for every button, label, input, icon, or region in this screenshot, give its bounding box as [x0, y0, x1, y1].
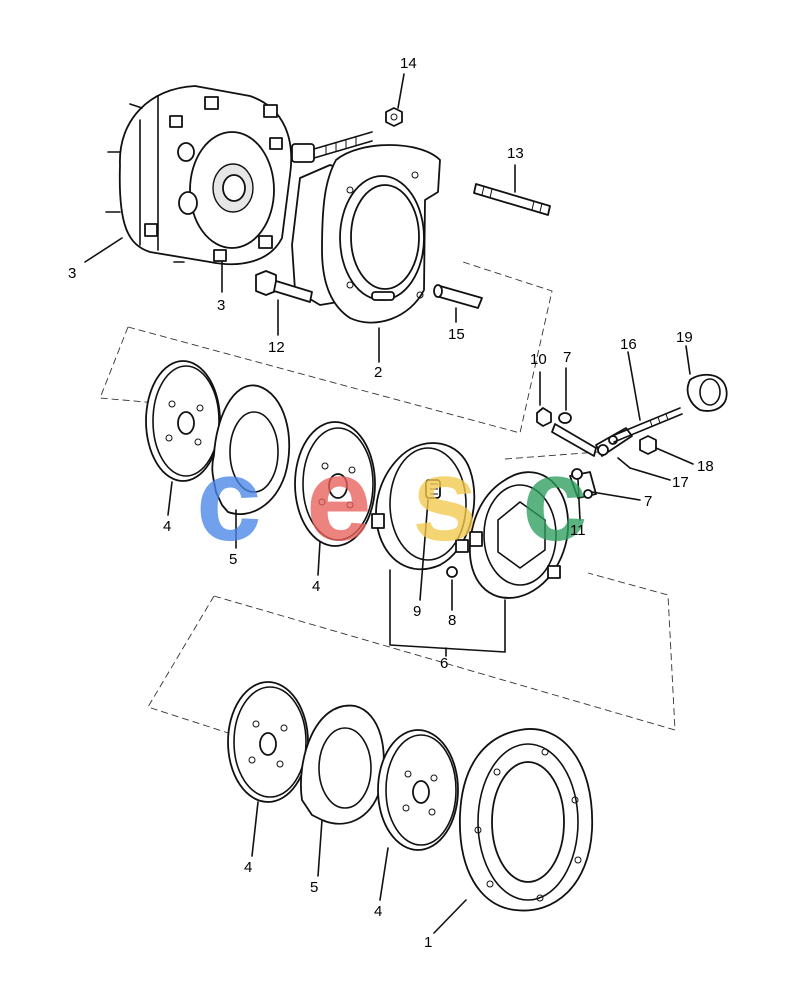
housing-stud [291, 131, 373, 163]
friction-disc-upper-mid [294, 421, 376, 547]
callout-7-lower: 7 [644, 493, 652, 510]
callout-12: 12 [268, 339, 285, 356]
callout-4-upper-left: 4 [163, 518, 171, 535]
pin-15 [433, 284, 483, 309]
axle-housing [105, 85, 293, 266]
assembly-guide-lines [99, 261, 676, 743]
actuator-plate-left [371, 442, 476, 571]
bolt-12 [255, 270, 313, 303]
callout-4-upper-mid: 4 [312, 578, 320, 595]
plate-lower [300, 704, 385, 825]
callout-9: 9 [413, 603, 421, 620]
watermark-letter-4: c [522, 434, 588, 566]
callout-19: 19 [676, 329, 693, 346]
linkage-assembly [536, 373, 728, 499]
actuator-plate-right [469, 471, 569, 599]
callout-7-upper: 7 [563, 349, 571, 366]
watermark-letter-3: s [412, 434, 478, 566]
callout-13: 13 [507, 145, 524, 162]
callout-11: 11 [570, 522, 586, 539]
callout-6: 6 [440, 655, 448, 672]
brake-bracket [291, 144, 441, 324]
callout-3-left: 3 [68, 265, 76, 282]
stud-13 [473, 183, 551, 216]
callout-4-lower-left: 4 [244, 859, 252, 876]
brake-housing-ring [459, 728, 593, 912]
callout-5-upper: 5 [229, 551, 237, 568]
friction-disc-lower-left [227, 681, 309, 803]
callout-3-bottom: 3 [217, 297, 225, 314]
watermark-letter-1: c [196, 434, 262, 566]
leader-lines [84, 73, 694, 934]
ball-8 [446, 566, 458, 578]
callout-4-lower-right: 4 [374, 903, 382, 920]
callout-18: 18 [697, 458, 714, 475]
callout-15: 15 [448, 326, 465, 343]
callout-17: 17 [672, 474, 689, 491]
callout-8: 8 [448, 612, 456, 629]
watermark-logo: c e s c [196, 434, 588, 566]
callout-14: 14 [400, 55, 417, 72]
callout-5-lower: 5 [310, 879, 318, 896]
callout-16: 16 [620, 336, 637, 353]
nut-14 [385, 107, 403, 127]
plate-upper-left [211, 384, 291, 516]
friction-disc-lower-right [377, 729, 459, 851]
callouts: 1 2 3 3 4 4 4 4 5 5 6 7 7 8 9 10 11 12 1… [68, 55, 714, 951]
callout-10: 10 [530, 351, 547, 368]
callout-1: 1 [424, 934, 432, 951]
callout-2: 2 [374, 364, 382, 381]
watermark-letter-2: e [306, 434, 372, 566]
